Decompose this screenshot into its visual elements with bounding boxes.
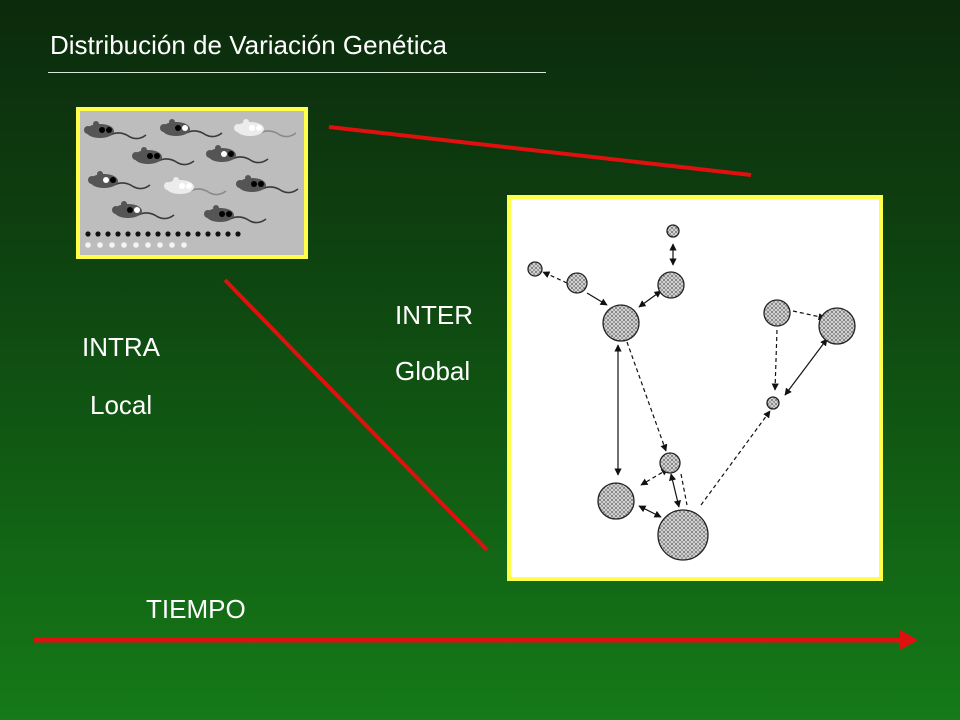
zoom-line-top bbox=[328, 125, 752, 177]
time-label: TIEMPO bbox=[146, 594, 246, 624]
zoom-line-diagonal bbox=[223, 278, 489, 552]
intra-population-figure bbox=[76, 107, 308, 259]
title-underline bbox=[48, 72, 546, 73]
local-label: Local bbox=[90, 390, 153, 420]
slide-title: Distribución de Variación Genética bbox=[50, 30, 447, 60]
mice-illustration bbox=[83, 118, 299, 248]
metapopulation-network bbox=[527, 224, 856, 561]
inter-network-figure bbox=[507, 195, 883, 581]
time-arrow-head bbox=[900, 630, 918, 650]
inter-label: INTER bbox=[395, 300, 473, 330]
global-label: Global bbox=[395, 356, 471, 386]
intra-label: INTRA bbox=[82, 332, 160, 362]
